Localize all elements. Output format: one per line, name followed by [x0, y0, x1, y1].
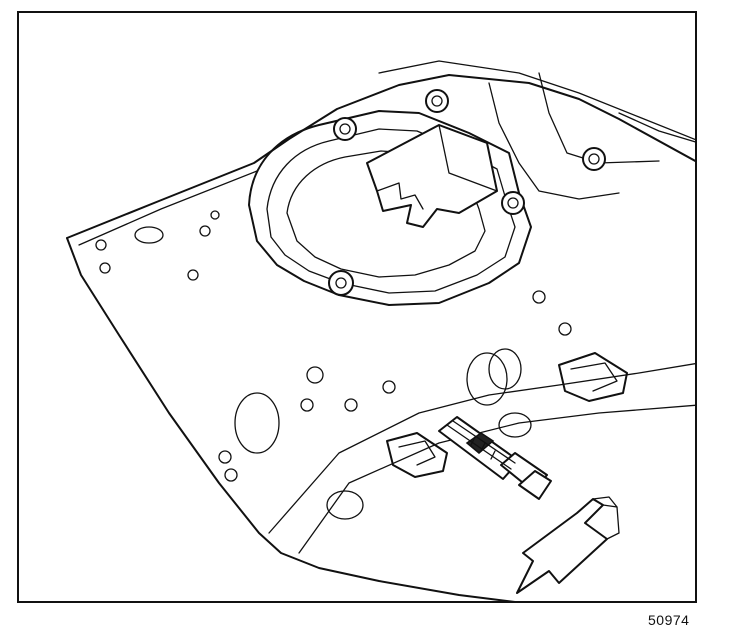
bolt [425, 89, 449, 113]
coolant-temperature-sensor [438, 416, 552, 500]
bolt [328, 270, 354, 296]
bolt [333, 117, 357, 141]
removal-direction-arrow [516, 496, 620, 594]
figure-id-label: 50974 [648, 612, 690, 628]
head-passages [95, 210, 572, 482]
engine-illustration [66, 60, 695, 601]
bolt [501, 191, 525, 215]
illustration-frame [17, 11, 697, 603]
bolt-heads [328, 89, 606, 296]
rocker-bracket [366, 124, 498, 228]
exhaust-studs [326, 352, 628, 520]
bolt [582, 147, 606, 171]
